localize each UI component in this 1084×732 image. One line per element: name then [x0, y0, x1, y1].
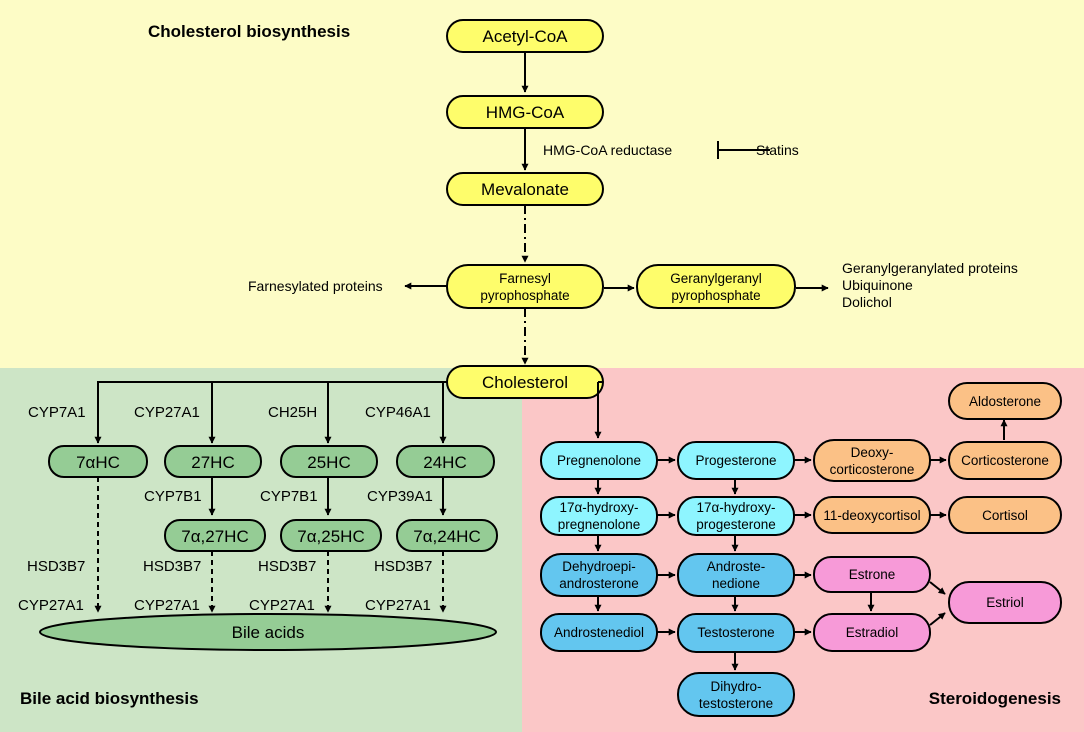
- svg-text:17α-hydroxy-: 17α-hydroxy-: [559, 500, 638, 515]
- cyp46a1-label: CYP46A1: [365, 404, 431, 421]
- steroid-arrows: [594, 381, 1008, 671]
- svg-text:androsterone: androsterone: [559, 576, 639, 591]
- bile-acid-arrows: [94, 381, 447, 613]
- svg-text:Mevalonate: Mevalonate: [481, 180, 569, 199]
- svg-text:24HC: 24HC: [423, 453, 466, 472]
- mevalonate-node: Mevalonate: [446, 172, 604, 206]
- svg-text:Estradiol: Estradiol: [846, 625, 899, 640]
- svg-text:Corticosterone: Corticosterone: [961, 453, 1049, 468]
- svg-text:Cholesterol: Cholesterol: [482, 373, 568, 392]
- svg-text:Dihydro-: Dihydro-: [710, 679, 761, 694]
- svg-text:Cortisol: Cortisol: [982, 508, 1028, 523]
- geranylgeranylated-proteins-label: Geranylgeranylated proteins: [842, 260, 1018, 276]
- cyp7b1-label-27: CYP7B1: [144, 488, 202, 505]
- svg-text:Acetyl-CoA: Acetyl-CoA: [482, 27, 568, 46]
- svg-text:Aldosterone: Aldosterone: [969, 394, 1041, 409]
- svg-text:25HC: 25HC: [307, 453, 350, 472]
- corticosterone-node: Corticosterone: [948, 441, 1062, 480]
- cyp7a1-label: CYP7A1: [28, 404, 86, 421]
- dihydrotestosterone-node: Dihydro- testosterone: [677, 672, 795, 717]
- svg-text:pyrophosphate: pyrophosphate: [480, 288, 569, 303]
- svg-text:Estrone: Estrone: [849, 567, 896, 582]
- hsd3b7-label-4: HSD3B7: [374, 558, 432, 575]
- cholesterol-node: Cholesterol: [446, 365, 604, 399]
- farnesyl-pyrophosphate-node: Farnesyl pyrophosphate: [446, 264, 604, 309]
- androstenediol-node: Androstenediol: [540, 613, 658, 652]
- geranylgeranyl-pyrophosphate-node: Geranylgeranyl pyrophosphate: [636, 264, 796, 309]
- farnesylated-proteins-label: Farnesylated proteins: [248, 278, 383, 294]
- svg-text:pregnenolone: pregnenolone: [558, 517, 641, 532]
- hsd3b7-label-1: HSD3B7: [27, 558, 85, 575]
- svg-text:Dehydroepi-: Dehydroepi-: [562, 559, 636, 574]
- svg-text:11-deoxycortisol: 11-deoxycortisol: [823, 508, 920, 523]
- cholesterol-arrows: [404, 52, 829, 365]
- svg-text:Geranylgeranyl: Geranylgeranyl: [670, 271, 762, 286]
- 24hc-node: 24HC: [396, 445, 495, 478]
- hmg-coa-reductase-label: HMG-CoA reductase: [543, 142, 672, 158]
- cyp27a1-label-b1: CYP27A1: [18, 597, 84, 614]
- svg-text:Bile acids: Bile acids: [232, 623, 305, 642]
- 11-deoxycortisol-node: 11-deoxycortisol: [813, 496, 931, 534]
- hsd3b7-label-2: HSD3B7: [143, 558, 201, 575]
- svg-text:Androstenediol: Androstenediol: [554, 625, 644, 640]
- 7a-24hc-node: 7α,24HC: [396, 519, 498, 552]
- aldosterone-node: Aldosterone: [948, 382, 1062, 420]
- svg-text:corticosterone: corticosterone: [830, 462, 915, 477]
- svg-text:Progesterone: Progesterone: [695, 453, 776, 468]
- progesterone-node: Progesterone: [677, 441, 795, 480]
- svg-text:nedione: nedione: [712, 576, 760, 591]
- 7a-hc-node: 7αHC: [48, 445, 148, 478]
- deoxycorticosterone-node: Deoxy- corticosterone: [813, 439, 931, 482]
- 7a-27hc-node: 7α,27HC: [164, 519, 266, 552]
- cyp39a1-label: CYP39A1: [367, 488, 433, 505]
- 25hc-node: 25HC: [280, 445, 378, 478]
- svg-text:Farnesyl: Farnesyl: [499, 271, 551, 286]
- svg-text:pyrophosphate: pyrophosphate: [671, 288, 760, 303]
- bile-acids-node: Bile acids: [39, 613, 497, 651]
- cyp7b1-label-25: CYP7B1: [260, 488, 318, 505]
- svg-text:Pregnenolone: Pregnenolone: [557, 453, 641, 468]
- acetyl-coa-node: Acetyl-CoA: [446, 19, 604, 53]
- cyp27a1-label-b2: CYP27A1: [134, 597, 200, 614]
- ubiquinone-label: Ubiquinone: [842, 277, 913, 293]
- steroidogenesis-region: [522, 368, 1084, 732]
- pregnenolone-node: Pregnenolone: [540, 441, 658, 480]
- svg-text:7α,25HC: 7α,25HC: [297, 527, 364, 546]
- androstenedione-node: Androste- nedione: [677, 553, 795, 597]
- ch25h-label: CH25H: [268, 404, 317, 421]
- estradiol-node: Estradiol: [813, 613, 931, 652]
- 17a-hydroxypregnenolone-node: 17α-hydroxy- pregnenolone: [540, 496, 658, 536]
- cyp27a1-label: CYP27A1: [134, 404, 200, 421]
- cyp27a1-label-b4: CYP27A1: [365, 597, 431, 614]
- statins-label: Statins: [756, 142, 799, 158]
- svg-text:7αHC: 7αHC: [76, 453, 120, 472]
- hsd3b7-label-3: HSD3B7: [258, 558, 316, 575]
- steroidogenesis-title: Steroidogenesis: [929, 689, 1061, 708]
- svg-text:Deoxy-: Deoxy-: [851, 445, 894, 460]
- estrone-node: Estrone: [813, 556, 931, 593]
- svg-text:testosterone: testosterone: [699, 696, 773, 711]
- svg-text:progesterone: progesterone: [696, 517, 776, 532]
- svg-text:Testosterone: Testosterone: [697, 625, 774, 640]
- 27hc-node: 27HC: [164, 445, 262, 478]
- svg-text:7α,27HC: 7α,27HC: [181, 527, 248, 546]
- hmg-coa-node: HMG-CoA: [446, 95, 604, 129]
- svg-text:7α,24HC: 7α,24HC: [413, 527, 480, 546]
- cyp27a1-label-b3: CYP27A1: [249, 597, 315, 614]
- dhea-node: Dehydroepi- androsterone: [540, 553, 658, 597]
- svg-text:Estriol: Estriol: [986, 595, 1024, 610]
- testosterone-node: Testosterone: [677, 613, 795, 653]
- svg-text:27HC: 27HC: [191, 453, 234, 472]
- cortisol-node: Cortisol: [948, 496, 1062, 534]
- svg-text:17α-hydroxy-: 17α-hydroxy-: [696, 500, 775, 515]
- cholesterol-biosynthesis-title: Cholesterol biosynthesis: [148, 22, 350, 41]
- 17a-hydroxyprogesterone-node: 17α-hydroxy- progesterone: [677, 496, 795, 536]
- svg-text:Androste-: Androste-: [707, 559, 766, 574]
- svg-text:HMG-CoA: HMG-CoA: [486, 103, 565, 122]
- estriol-node: Estriol: [948, 581, 1062, 624]
- 7a-25hc-node: 7α,25HC: [280, 519, 382, 552]
- bile-acid-biosynthesis-title: Bile acid biosynthesis: [20, 689, 199, 708]
- dolichol-label: Dolichol: [842, 294, 892, 310]
